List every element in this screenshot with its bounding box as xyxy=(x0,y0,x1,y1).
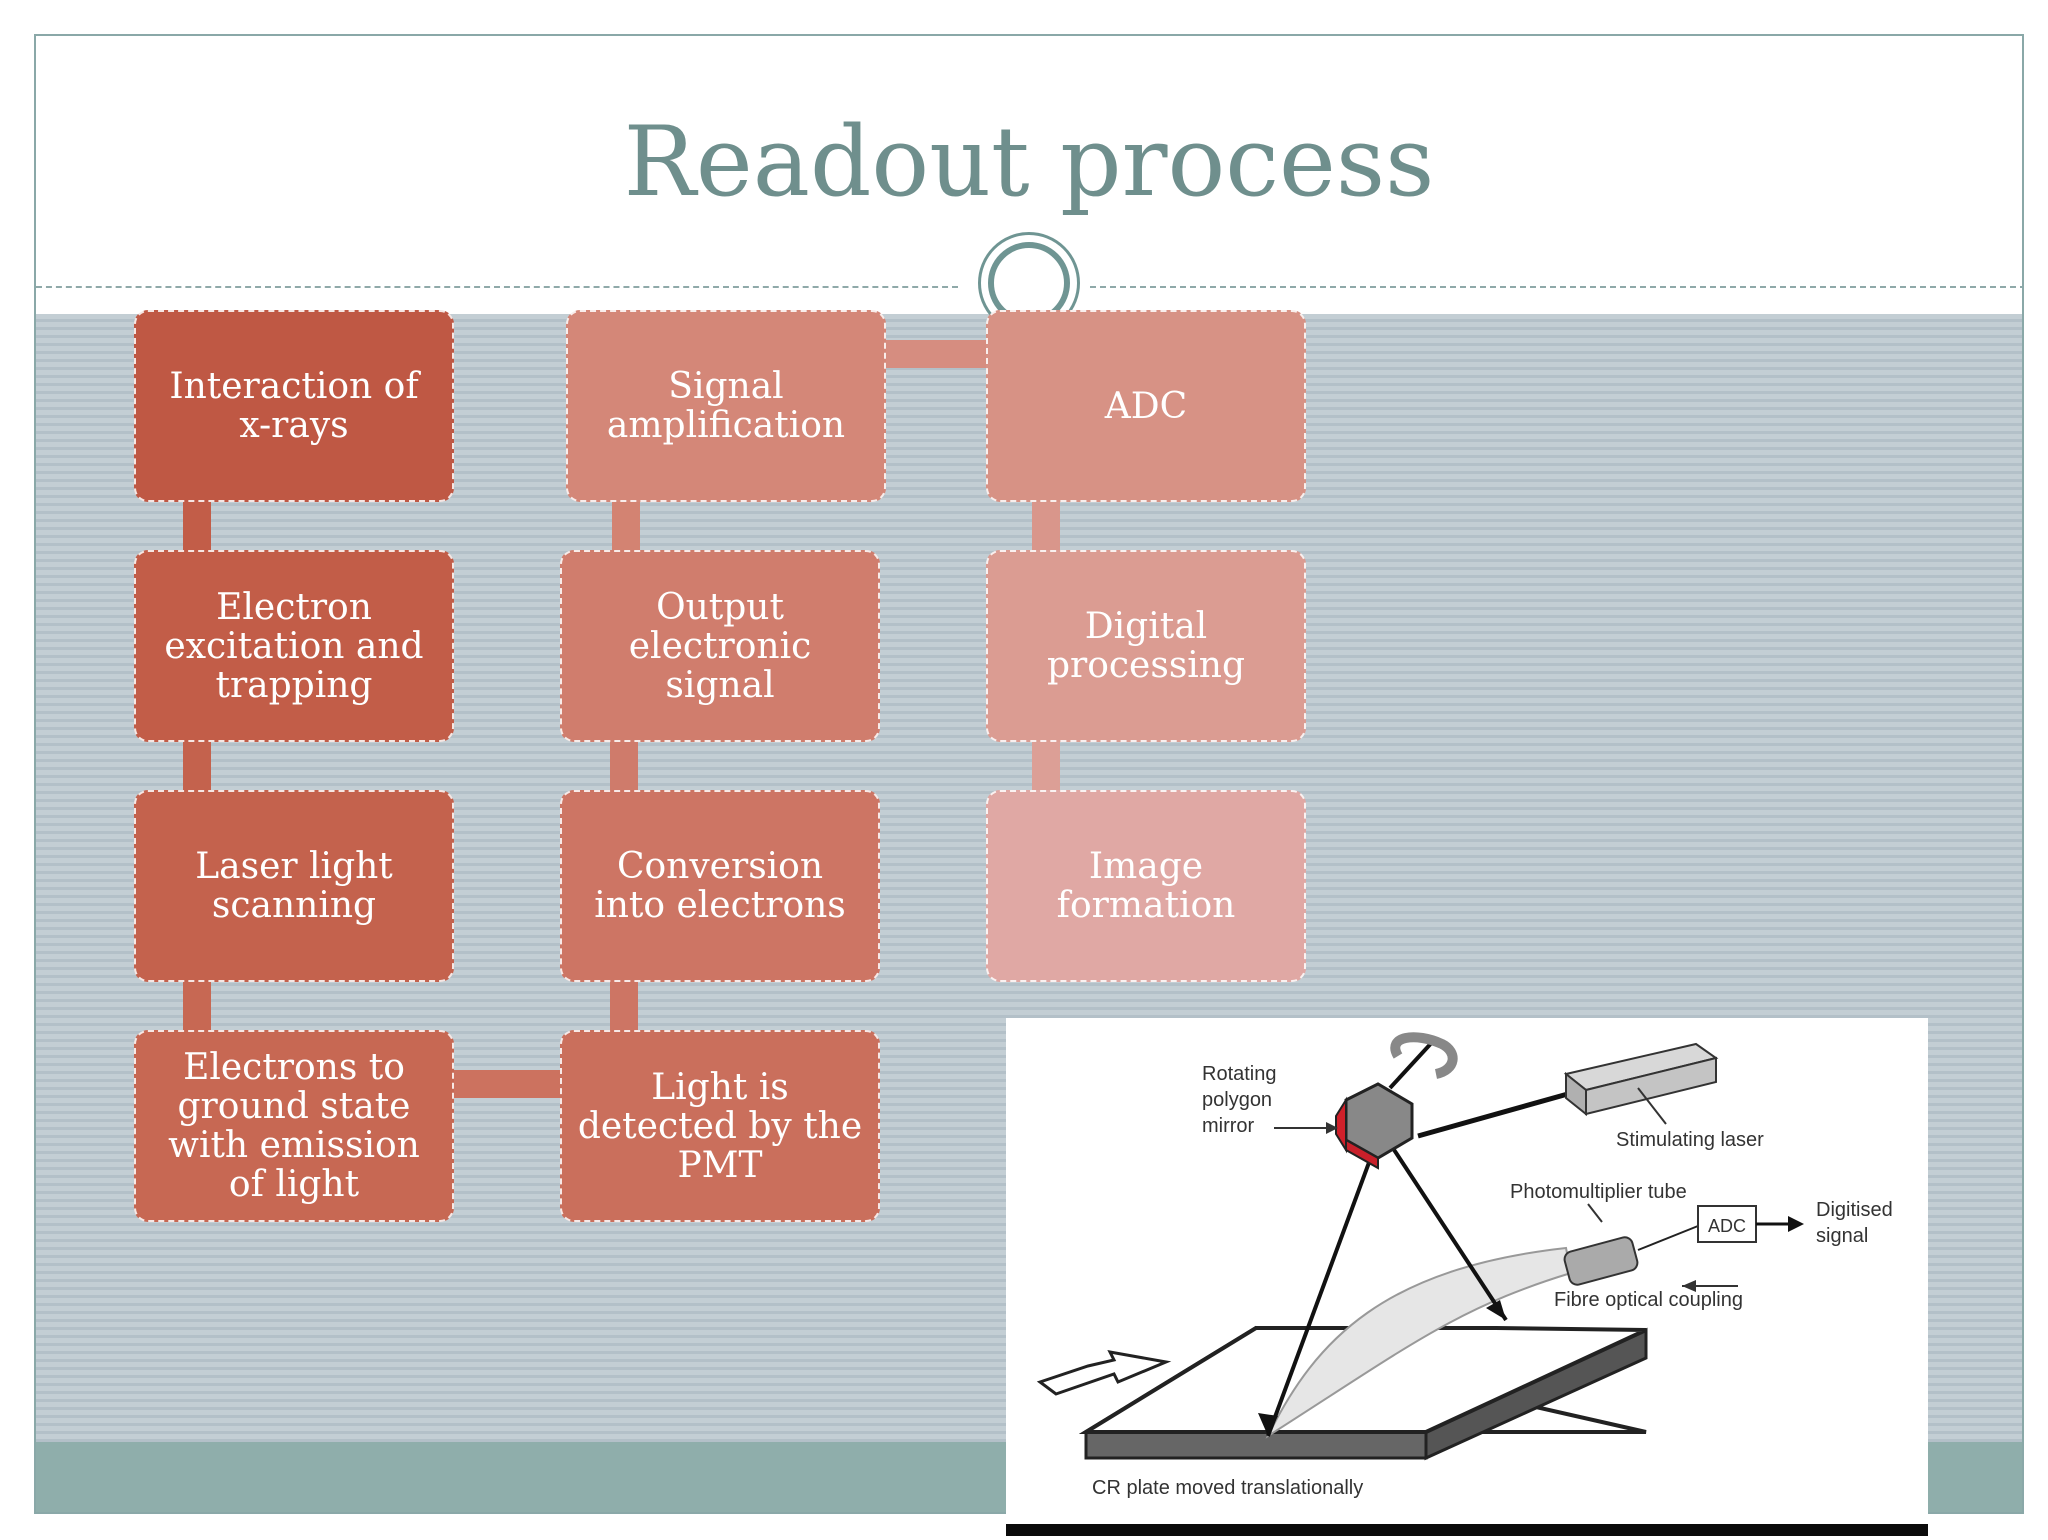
connector xyxy=(183,498,211,560)
arrowhead-icon xyxy=(1682,1280,1696,1292)
mirror-axis xyxy=(1388,1036,1438,1090)
laser-beam xyxy=(1379,1128,1508,1322)
step-box-signal-amplification: Signal amplification xyxy=(566,310,886,502)
label-adc: ADC xyxy=(1708,1216,1746,1236)
step-box-electron-excitation: Electron excitation and trapping xyxy=(134,550,454,742)
figure-bottom-border xyxy=(1006,1524,1928,1536)
step-box-laser-light-scanning: Laser light scanning xyxy=(134,790,454,982)
step-box-image-formation: Image formation xyxy=(986,790,1306,982)
arrowhead-icon xyxy=(1258,1413,1278,1436)
polygon-mirror-edge xyxy=(1335,1096,1347,1154)
label-digitised: Digitised xyxy=(1816,1199,1893,1221)
step-box-adc: ADC xyxy=(986,310,1306,502)
slide: Readout process Interaction of x-rays El… xyxy=(34,34,2024,1514)
connector xyxy=(610,978,638,1040)
laser-beam xyxy=(1266,1129,1383,1437)
connector xyxy=(183,738,211,800)
fibre-optic-coupling xyxy=(1265,1246,1573,1439)
connector xyxy=(183,978,211,1040)
arrowhead-icon xyxy=(1788,1216,1804,1232)
label-polygon: polygon xyxy=(1202,1089,1272,1111)
slide-title: Readout process xyxy=(623,106,1435,218)
signal-wire xyxy=(1637,1225,1699,1251)
label-photomultiplier-tube: Photomultiplier tube xyxy=(1510,1181,1687,1203)
connector xyxy=(1032,738,1060,800)
step-box-digital-processing: Digital processing xyxy=(986,550,1306,742)
label-cr-plate: CR plate moved translationally xyxy=(1092,1477,1363,1499)
cr-plate-front xyxy=(1084,1430,1428,1460)
connector xyxy=(610,738,638,800)
label-signal: signal xyxy=(1816,1225,1868,1247)
step-box-interaction-of-x-rays: Interaction of x-rays xyxy=(134,310,454,502)
label-rotating: Rotating xyxy=(1202,1063,1277,1085)
step-box-electrons-to-ground-state: Electrons to ground state with emission … xyxy=(134,1030,454,1222)
rotation-arrow-icon xyxy=(1390,1032,1458,1079)
step-box-light-detected-by-pmt: Light is detected by the PMT xyxy=(560,1030,880,1222)
arrowhead-icon xyxy=(1486,1300,1506,1320)
step-box-conversion-into-electrons: Conversion into electrons xyxy=(560,790,880,982)
title-divider-left xyxy=(36,286,958,288)
label-leader xyxy=(1637,1087,1667,1125)
label-mirror: mirror xyxy=(1202,1115,1255,1137)
connector xyxy=(612,498,640,560)
label-fibre-optical-coupling: Fibre optical coupling xyxy=(1554,1289,1743,1311)
connector xyxy=(1032,498,1060,560)
cr-readout-schematic: Rotating polygon mirror Stimulating lase… xyxy=(1006,1018,1928,1536)
laser-beam xyxy=(1417,1087,1583,1139)
label-leader xyxy=(1587,1203,1603,1223)
photomultiplier-tube-icon xyxy=(1563,1236,1639,1286)
label-stimulating-laser: Stimulating laser xyxy=(1616,1129,1764,1151)
title-divider-right xyxy=(1090,286,2022,288)
step-box-output-electronic-signal: Output electronic signal xyxy=(560,550,880,742)
arrowhead-icon xyxy=(1326,1122,1338,1134)
translation-arrow-icon xyxy=(1036,1349,1172,1396)
cr-plate-surface xyxy=(1078,1326,1647,1434)
laser-box-side xyxy=(1585,1056,1717,1116)
cr-readout-schematic-svg: Rotating polygon mirror Stimulating lase… xyxy=(1036,1032,1893,1499)
